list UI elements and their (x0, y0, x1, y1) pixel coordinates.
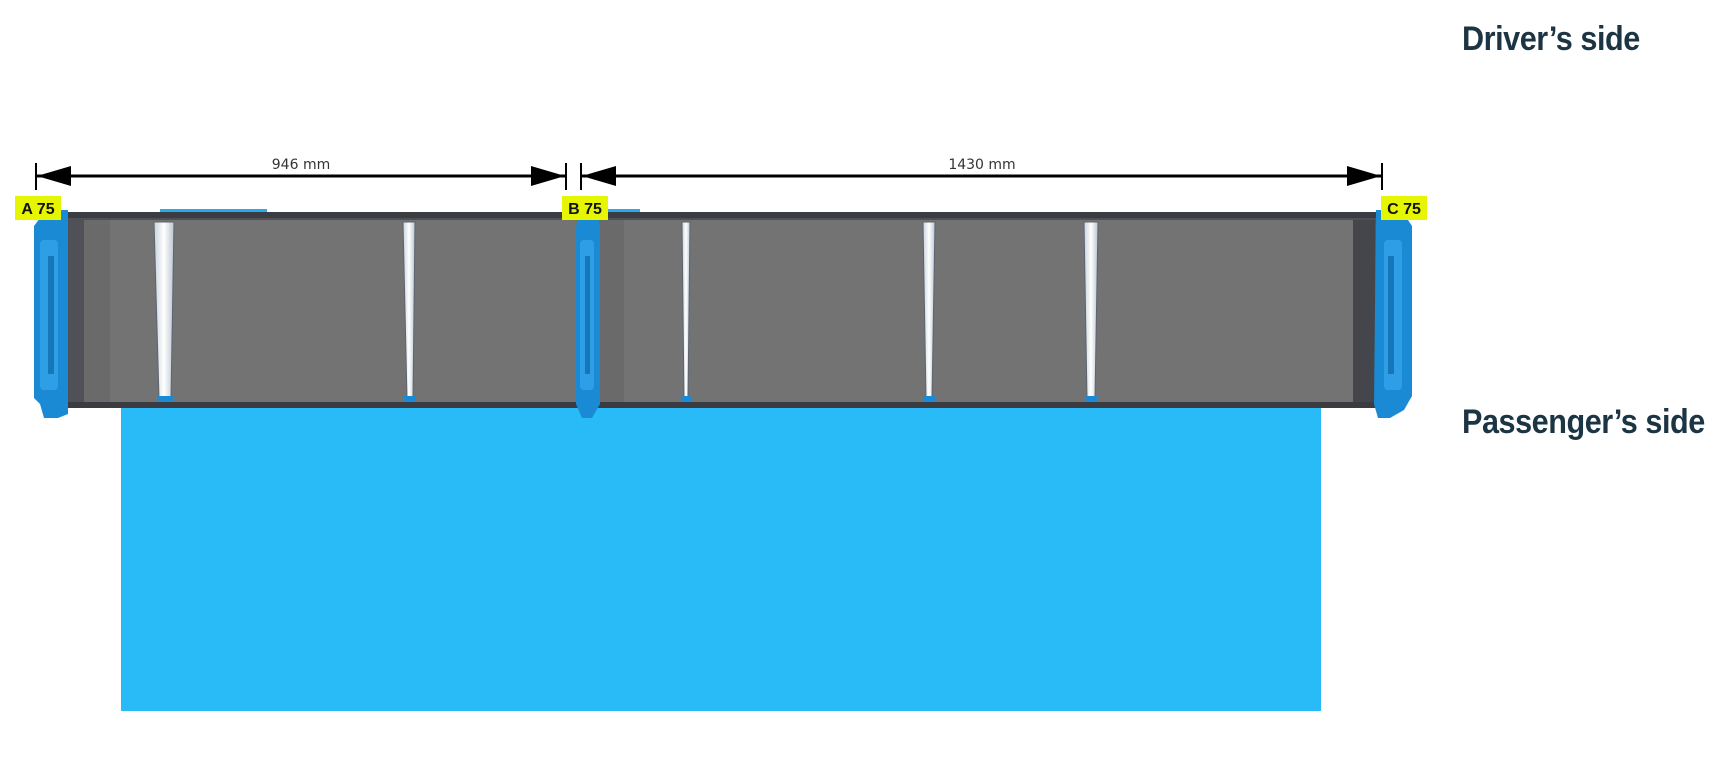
rail-panel-shade (598, 220, 624, 402)
marker-b-label: B 75 (568, 201, 602, 218)
rail-strut (922, 221, 936, 401)
rail-panel (598, 220, 1353, 402)
rail-frame-edge (62, 212, 1382, 218)
rail-end-cap (1353, 220, 1375, 402)
marker-a-label: A 75 (21, 201, 54, 218)
foot-bracket-b (576, 216, 600, 418)
drivers-side-label: Driver’s side (1462, 20, 1640, 58)
rail-strut (153, 221, 175, 401)
foot-bracket-a (34, 210, 68, 418)
rail-frame-edge (62, 402, 1382, 408)
marker-c: C 75 (1381, 196, 1427, 220)
marker-c-label: C 75 (1387, 201, 1421, 218)
marker-b: B 75 (562, 196, 608, 220)
passengers-side-label: Passenger’s side (1462, 403, 1705, 441)
marker-a: A 75 (15, 196, 61, 220)
dimension-label-b-c: 1430 mm (948, 157, 1015, 173)
foot-bracket-c (1374, 210, 1412, 418)
rail-strut (681, 221, 691, 401)
rail-panel-shade (84, 220, 110, 402)
rail-strut (1083, 221, 1099, 401)
rail-strut (402, 221, 416, 401)
vehicle-roof-platform (121, 405, 1321, 711)
dimension-label-a-b: 946 mm (272, 157, 330, 173)
